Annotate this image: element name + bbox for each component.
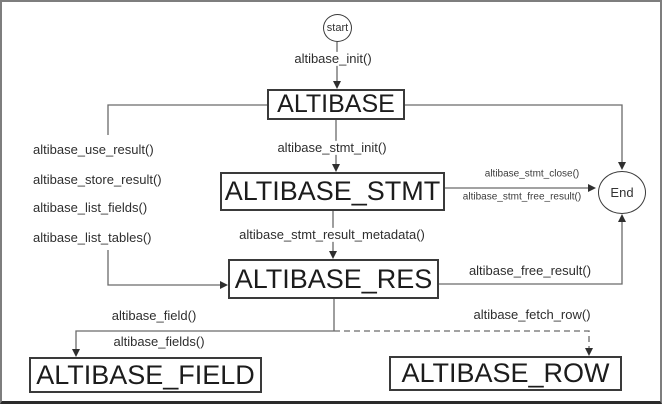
node-altibase-res: ALTIBASE_RES: [228, 259, 439, 299]
edge-res-to-end: [439, 221, 623, 285]
arrowhead-into-end-left: [588, 184, 596, 192]
arrowhead-into-field: [72, 349, 80, 357]
arrowhead-into-res-top: [329, 251, 337, 259]
edge-label-stmt-init: altibase_stmt_init(): [274, 140, 390, 156]
side-function-list-fields: altibase_list_fields(): [30, 200, 151, 216]
edge-label-field: altibase_field(): [108, 308, 200, 324]
edge-left-branch-to-res: [107, 250, 220, 286]
arrowhead-into-res-left: [220, 281, 228, 289]
edge-res-to-field: [75, 330, 334, 350]
edge-label-altibase-init: altibase_init(): [291, 51, 375, 67]
side-function-store-result: altibase_store_result(): [30, 172, 165, 188]
edge-label-fields: altibase_fields(): [110, 334, 208, 350]
arrowhead-into-end-bottom: [618, 214, 626, 222]
arrowhead-into-row: [585, 348, 593, 356]
side-function-list-tables: altibase_list_tables(): [30, 230, 155, 246]
node-altibase-row: ALTIBASE_ROW: [389, 356, 622, 391]
edge-label-fetch-row: altibase_fetch_row(): [470, 307, 594, 323]
edge-label-stmt-result-metadata: altibase_stmt_result_metadata(): [236, 227, 428, 243]
edge-altibase-left-branch: [107, 104, 267, 135]
node-end: End: [598, 171, 646, 214]
edge-altibase-to-end: [405, 104, 623, 163]
node-start: start: [323, 14, 352, 42]
arrowhead-into-altibase: [333, 81, 341, 89]
edge-label-stmt-close: altibase_stmt_close(): [483, 168, 581, 180]
node-altibase-field: ALTIBASE_FIELD: [29, 357, 262, 393]
node-altibase-stmt: ALTIBASE_STMT: [220, 172, 445, 211]
edge-label-free-result: altibase_free_result(): [465, 263, 595, 279]
arrowhead-into-end-top: [618, 162, 626, 170]
arrowhead-into-stmt: [332, 164, 340, 172]
edge-label-stmt-free-result: altibase_stmt_free_result(): [461, 191, 583, 203]
side-function-use-result: altibase_use_result(): [30, 142, 157, 158]
node-altibase: ALTIBASE: [267, 89, 405, 120]
edge-res-to-row-dashed: [334, 330, 590, 349]
